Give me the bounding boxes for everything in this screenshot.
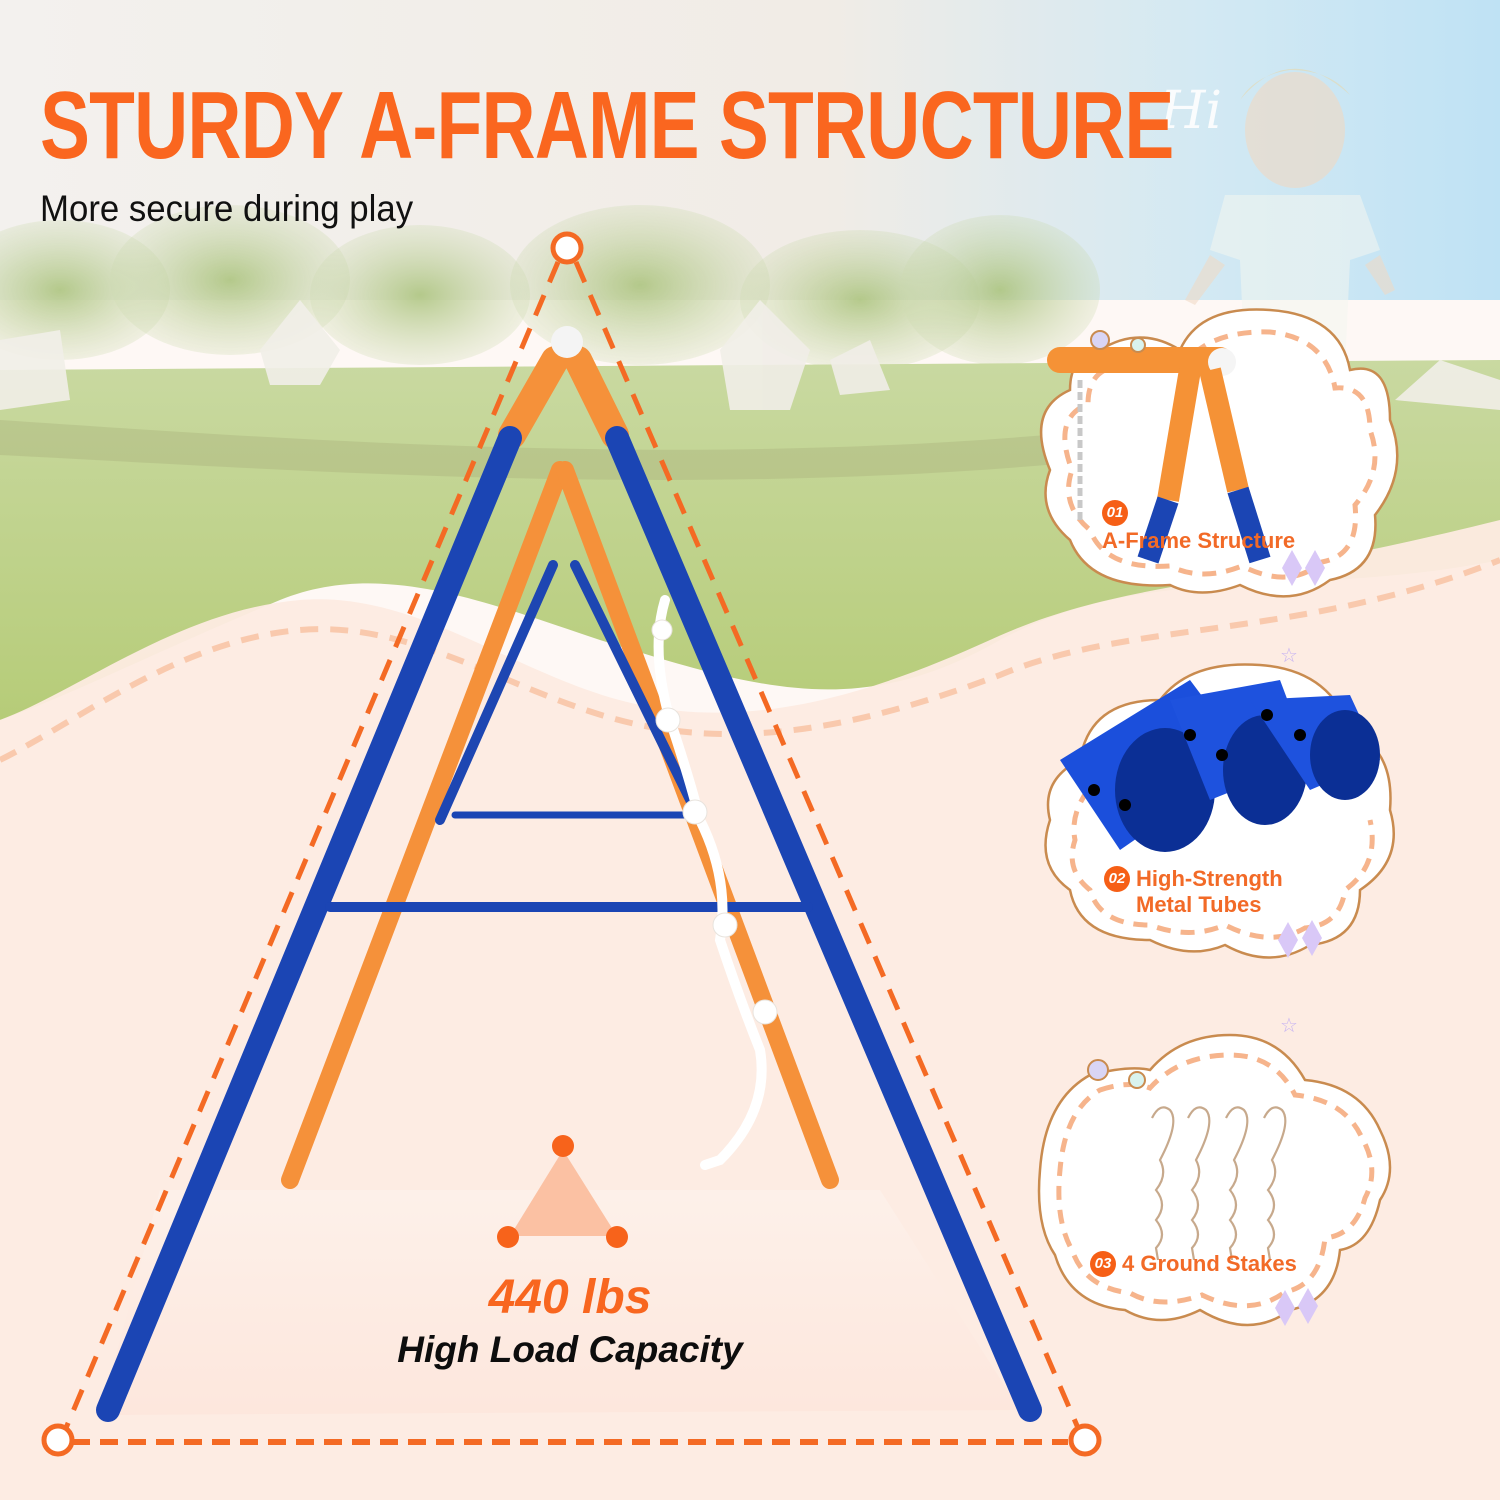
load-capacity-block: 440 lbs High Load Capacity [340,1270,800,1374]
ground-stakes-icon [1151,1106,1287,1261]
feature-label-line2: Metal Tubes [1136,892,1262,917]
blue-tube-group [1060,680,1380,852]
feature-label-line1: High-Strength [1136,866,1283,891]
capacity-label: High Load Capacity [397,1329,743,1370]
capacity-value: 440 lbs [488,1271,652,1324]
cloud-stakes-icon: ☆ [1037,1015,1392,1327]
feature-card-metal-tubes: ☆ 02 High-Strength Metal Tubes [1030,640,1470,980]
page-subtitle: More secure during play [40,188,414,229]
cloud-tubes-icon: ☆ [1044,645,1395,959]
feature-card-ground-stakes: ☆ 03 4 Ground Stakes [1030,1010,1470,1350]
feature-card-a-frame: 01 A-Frame Structure [1030,300,1470,620]
feature-number-badge: 01 [1102,500,1128,526]
page-title: STURDY A-FRAME STRUCTURE [40,72,1174,179]
feature-number-badge: 03 [1090,1251,1116,1277]
cloud-frame-icon [1039,308,1399,598]
load-capacity-icon [497,1135,628,1248]
feature-number-badge: 02 [1104,866,1130,892]
sky-hi-text: Hi [1159,81,1222,141]
dashed-triangle-outline [41,231,1102,1457]
feature-label: A-Frame Structure [1102,528,1296,553]
svg-text:☆: ☆ [1280,645,1298,667]
svg-text:☆: ☆ [1280,1015,1298,1037]
feature-label: 4 Ground Stakes [1122,1251,1297,1276]
